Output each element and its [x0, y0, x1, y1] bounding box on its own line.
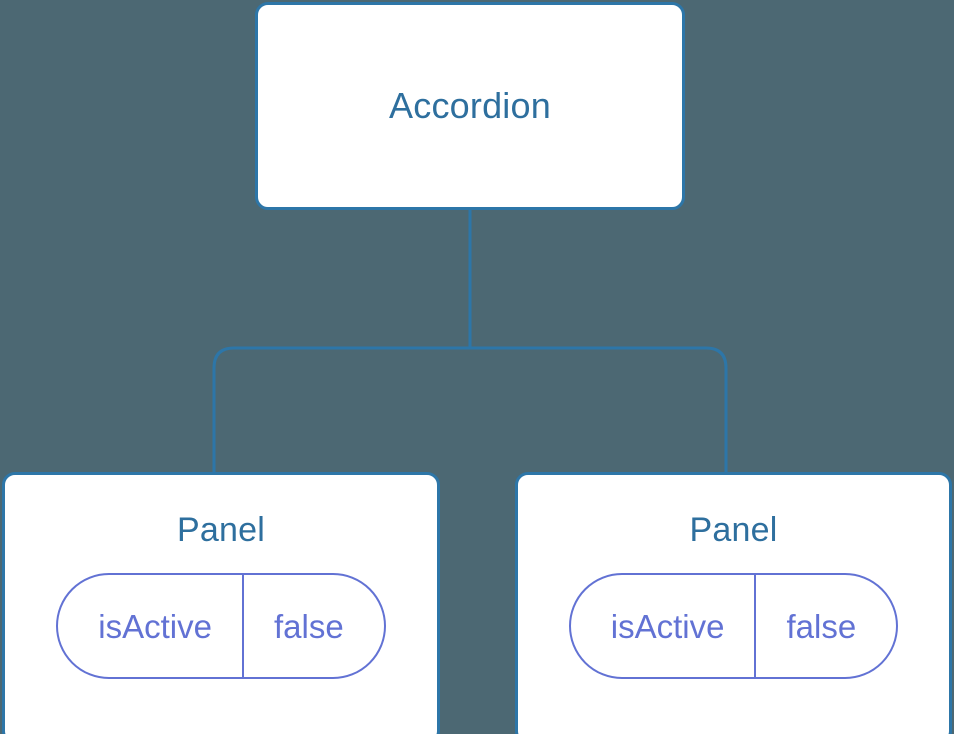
node-title: Accordion [389, 85, 551, 126]
prop-badge-isactive[interactable]: isActive false [568, 573, 899, 679]
node-panel-1[interactable]: Panel isActive false [2, 472, 440, 734]
prop-value: false [754, 575, 896, 677]
node-accordion[interactable]: Accordion [255, 2, 685, 210]
node-title: Panel [177, 511, 265, 549]
prop-name: isActive [610, 607, 725, 645]
edge-root-to-panel-2 [470, 346, 728, 474]
node-panel-2[interactable]: Panel isActive false [515, 472, 952, 734]
node-title: Panel [689, 511, 778, 549]
prop-badge-isactive[interactable]: isActive false [56, 573, 386, 679]
prop-name: isActive [98, 607, 212, 645]
edge-root-to-panel-1 [212, 346, 470, 474]
prop-value: false [241, 575, 384, 677]
